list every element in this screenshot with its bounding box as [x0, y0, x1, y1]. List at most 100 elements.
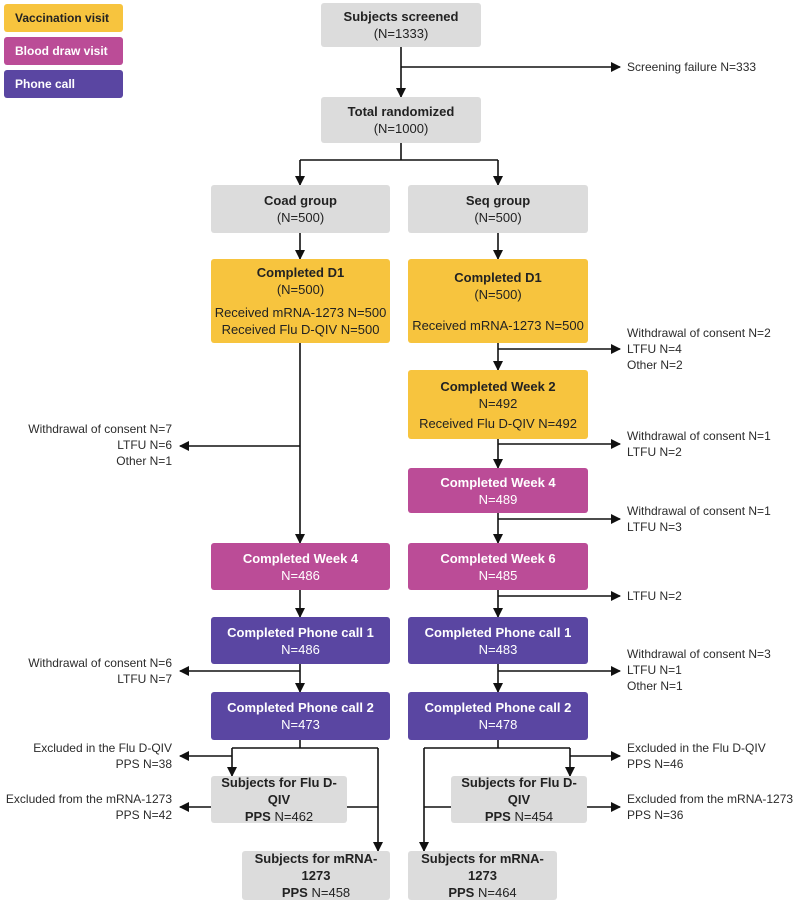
box-coad-subjects-mrna-pps: Subjects for mRNA-1273 PPS N=458 — [242, 851, 390, 900]
box-title: Completed Week 6 — [440, 550, 556, 566]
box-coad-completed-week-4: Completed Week 4 N=486 — [211, 543, 390, 590]
box-count: N=489 — [478, 491, 518, 507]
box-count: N=492 — [478, 395, 518, 411]
note-coad-after-d1: Withdrawal of consent N=7 LTFU N=6 Other… — [4, 421, 172, 469]
note-line: Withdrawal of consent N=7 — [28, 422, 172, 436]
note-seq-excluded-flu: Excluded in the Flu D-QIV PPS N=46 — [627, 740, 766, 772]
box-count: (N=500) — [474, 286, 522, 302]
box-seq-completed-d1: Completed D1 (N=500) Received mRNA-1273 … — [408, 259, 588, 343]
box-coad-group: Coad group (N=500) — [211, 185, 390, 233]
legend-vaccination-visit: Vaccination visit — [4, 4, 123, 32]
note-line: Withdrawal of consent N=6 — [28, 656, 172, 670]
note-line: Excluded in the Flu D-QIV — [33, 741, 172, 755]
note-line: Withdrawal of consent N=1 — [627, 504, 771, 518]
box-count: N=454 — [514, 809, 554, 824]
box-detail-flu: Received Flu D-QIV N=500 — [221, 322, 380, 337]
box-title: Completed Week 4 — [242, 550, 359, 566]
pps-label: PPS — [484, 809, 511, 824]
box-count: N=486 — [281, 567, 320, 583]
box-count: N=483 — [478, 641, 518, 657]
note-line: LTFU N=6 — [117, 438, 172, 452]
note-line: LTFU N=4 — [627, 342, 682, 356]
box-count: (N=500) — [276, 282, 325, 297]
box-seq-completed-phone-call-1: Completed Phone call 1 N=483 — [408, 617, 588, 664]
note-line: Other N=1 — [116, 454, 172, 468]
note-line: Other N=1 — [627, 679, 683, 693]
note-line: Excluded from the mRNA-1273 — [5, 792, 172, 806]
pps-label: PPS — [448, 885, 475, 900]
box-seq-completed-week-6: Completed Week 6 N=485 — [408, 543, 588, 590]
note-line: PPS N=38 — [115, 757, 172, 771]
note-coad-excluded-mrna: Excluded from the mRNA-1273 PPS N=42 — [0, 791, 172, 823]
note-line: Other N=2 — [627, 358, 683, 372]
note-line: LTFU N=3 — [627, 520, 682, 534]
note-line: Withdrawal of consent N=3 — [627, 647, 771, 661]
box-coad-completed-phone-call-1: Completed Phone call 1 N=486 — [211, 617, 390, 664]
note-line: Withdrawal of consent N=1 — [627, 429, 771, 443]
box-count: (N=500) — [276, 210, 325, 225]
note-screening-failure: Screening failure N=333 — [627, 60, 757, 74]
note-line: PPS N=46 — [627, 757, 684, 771]
box-total-randomized: Total randomized (N=1000) — [321, 97, 481, 143]
box-count: N=458 — [311, 885, 351, 900]
box-title: Completed Week 4 — [440, 474, 556, 490]
note-seq-excluded-mrna: Excluded from the mRNA-1273 PPS N=36 — [627, 791, 793, 823]
box-title: Seq group — [465, 193, 531, 208]
note-line: PPS N=42 — [115, 808, 172, 822]
box-detail-flu: Received Flu D-QIV N=492 — [419, 415, 577, 431]
note-line: Excluded from the mRNA-1273 — [627, 792, 794, 806]
box-title: Coad group — [264, 193, 337, 208]
note-line: LTFU N=1 — [627, 663, 682, 677]
pps-label: PPS — [244, 809, 271, 824]
box-title: Completed Phone call 2 — [424, 700, 572, 715]
box-coad-completed-phone-call-2: Completed Phone call 2 N=473 — [211, 692, 390, 740]
box-count: N=486 — [281, 641, 320, 657]
box-title: Completed D1 — [256, 265, 345, 280]
box-detail-mrna: Received mRNA-1273 N=500 — [412, 317, 584, 333]
note-seq-after-d1: Withdrawal of consent N=2 LTFU N=4 Other… — [627, 325, 771, 373]
box-detail-mrna: Received mRNA-1273 N=500 — [214, 305, 387, 320]
box-count: N=473 — [281, 717, 320, 732]
note-coad-excluded-flu: Excluded in the Flu D-QIV PPS N=38 — [4, 740, 172, 772]
note-coad-after-pc1: Withdrawal of consent N=6 LTFU N=7 — [4, 655, 172, 687]
note-seq-after-week-4: Withdrawal of consent N=1 LTFU N=3 — [627, 503, 771, 535]
box-seq-subjects-mrna-pps: Subjects for mRNA-1273 PPS N=464 — [408, 851, 557, 900]
box-title: Subjects screened — [343, 9, 459, 24]
note-line: LTFU N=2 — [627, 445, 682, 459]
box-title: Completed Phone call 2 — [227, 700, 374, 715]
box-count: N=478 — [478, 717, 518, 732]
note-seq-after-week-6: LTFU N=2 — [627, 589, 682, 603]
box-count: N=464 — [477, 885, 517, 900]
legend-phone-call: Phone call — [4, 70, 123, 98]
note-seq-after-pc1: Withdrawal of consent N=3 LTFU N=1 Other… — [627, 646, 771, 694]
note-line: LTFU N=7 — [117, 672, 172, 686]
pps-label: PPS — [281, 885, 308, 900]
box-seq-completed-week-4: Completed Week 4 N=489 — [408, 468, 588, 513]
box-title: Completed Week 2 — [440, 378, 556, 394]
box-title: Subjects for mRNA-1273 — [421, 851, 544, 883]
box-title: Completed Phone call 1 — [424, 624, 572, 640]
box-title: Subjects for Flu D-QIV — [221, 775, 337, 807]
box-title: Total randomized — [347, 104, 455, 119]
box-coad-completed-d1: Completed D1 (N=500) Received mRNA-1273 … — [211, 259, 390, 343]
box-subjects-screened: Subjects screened (N=1333) — [321, 3, 481, 47]
box-seq-completed-week-2: Completed Week 2 N=492 Received Flu D-QI… — [408, 370, 588, 439]
box-count: (N=500) — [474, 210, 522, 225]
box-count: (N=1000) — [373, 121, 429, 136]
note-seq-after-week-2: Withdrawal of consent N=1 LTFU N=2 — [627, 428, 771, 460]
box-count: N=485 — [478, 567, 518, 583]
note-line: Withdrawal of consent N=2 — [627, 326, 771, 340]
box-coad-subjects-flu-pps: Subjects for Flu D-QIV PPS N=462 — [211, 775, 347, 824]
box-title: Subjects for Flu D-QIV — [461, 775, 577, 807]
legend-blood-draw-visit: Blood draw visit — [4, 37, 123, 65]
note-line: Excluded in the Flu D-QIV — [627, 741, 766, 755]
box-count: N=462 — [274, 809, 314, 824]
box-seq-group: Seq group (N=500) — [408, 185, 588, 233]
box-title: Completed D1 — [454, 269, 542, 285]
box-seq-completed-phone-call-2: Completed Phone call 2 N=478 — [408, 692, 588, 740]
box-seq-subjects-flu-pps: Subjects for Flu D-QIV PPS N=454 — [451, 775, 587, 824]
box-count: (N=1333) — [373, 26, 429, 41]
box-title: Subjects for mRNA-1273 — [254, 851, 378, 883]
note-line: PPS N=36 — [627, 808, 684, 822]
box-title: Completed Phone call 1 — [227, 624, 374, 640]
